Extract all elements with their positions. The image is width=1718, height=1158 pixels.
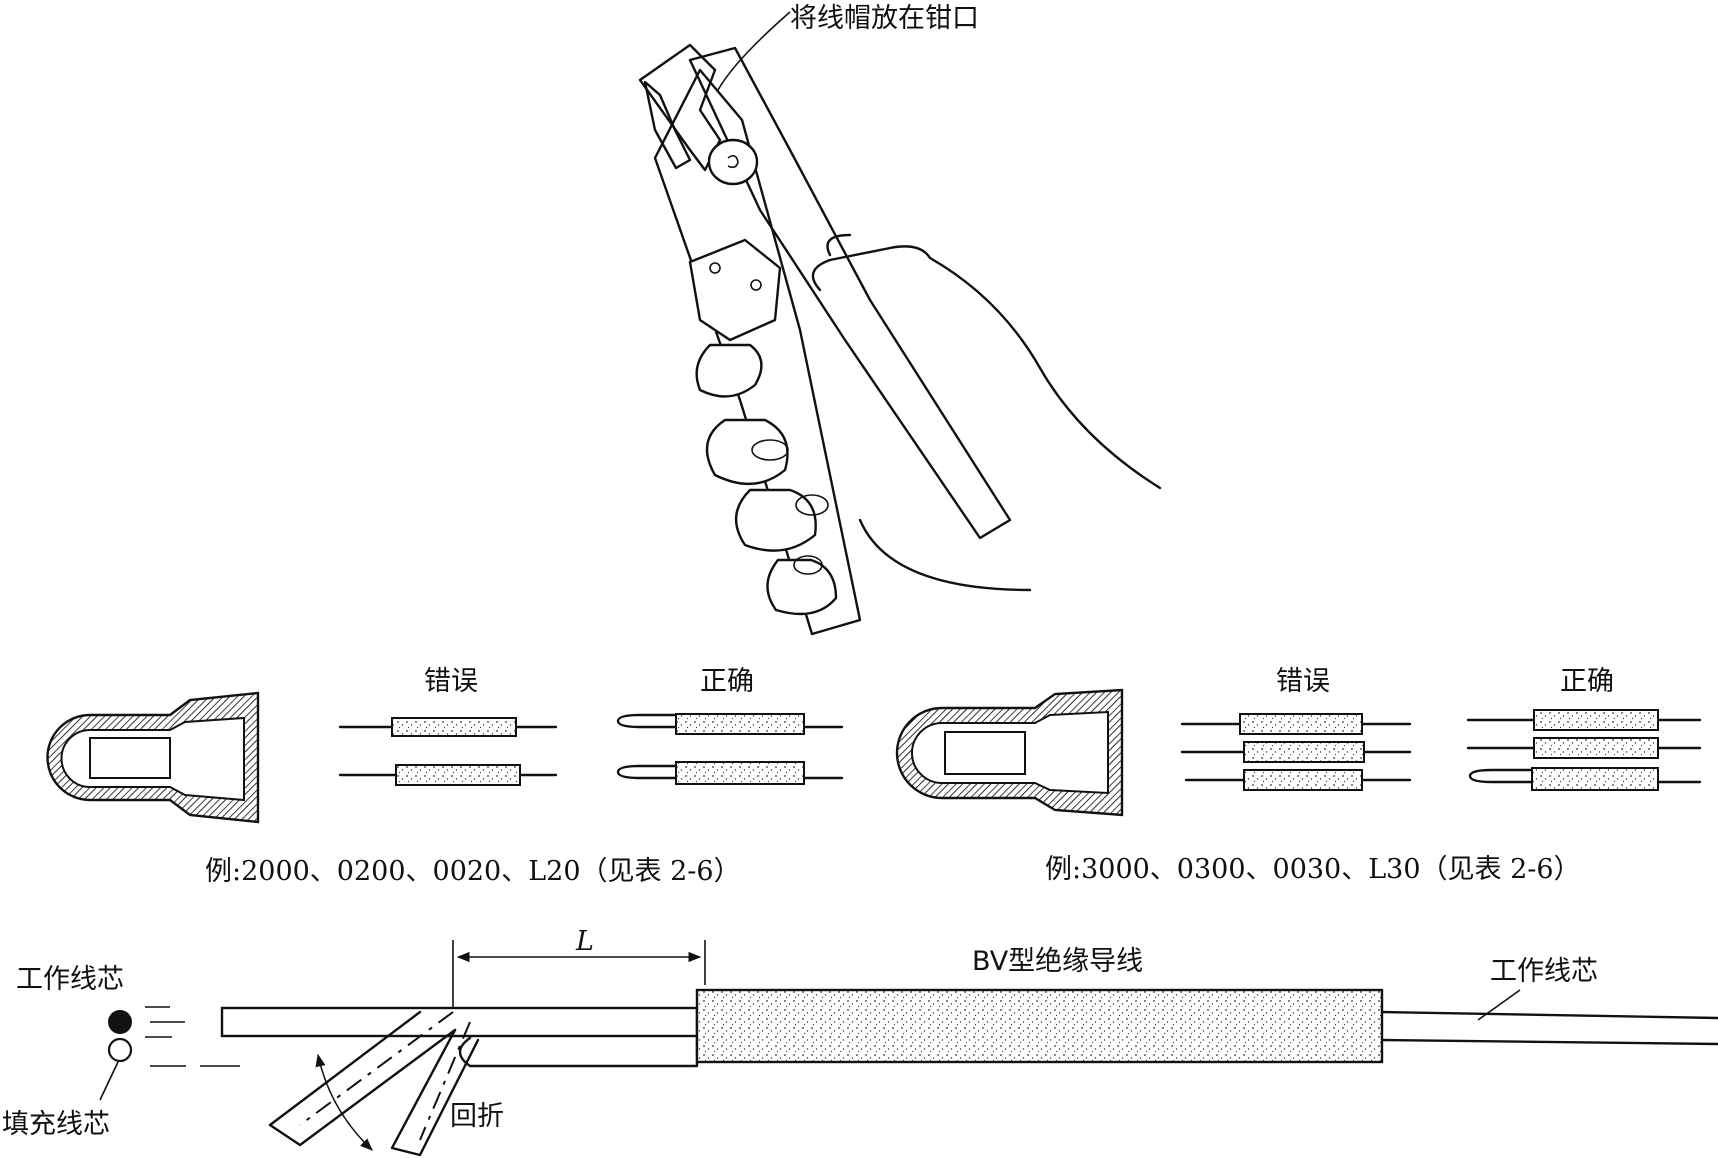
right-label-1: 正确 bbox=[700, 666, 754, 697]
right-example-1 bbox=[616, 713, 844, 785]
example-caption-1: 例:2000、0200、0020、L20（见表 2-6） bbox=[205, 856, 741, 887]
right-example-2 bbox=[1466, 709, 1702, 791]
core-cross-section-symbols bbox=[99, 1006, 240, 1101]
crimping-pliers-illustration bbox=[638, 11, 1162, 636]
callout-label: 将线帽放在钳口 bbox=[790, 3, 979, 34]
working-core-right bbox=[1380, 989, 1718, 1046]
dimension-label: L bbox=[575, 926, 594, 957]
filler-core-label: 填充线芯 bbox=[2, 1109, 110, 1140]
wrong-example-2 bbox=[1180, 713, 1412, 791]
filler-core-fold bbox=[268, 1010, 699, 1157]
right-label-2: 正确 bbox=[1560, 666, 1614, 697]
wrong-example-1 bbox=[338, 717, 558, 786]
working-core-left bbox=[220, 1006, 699, 1038]
wire-cap-section-1 bbox=[46, 691, 260, 824]
right-core-label: 工作线芯 bbox=[1490, 956, 1598, 987]
dimension-L bbox=[452, 940, 706, 1008]
fold-label: 回折 bbox=[450, 1101, 504, 1132]
bv-insulated-wire bbox=[695, 988, 1384, 1064]
wire-cap-section-2 bbox=[895, 688, 1124, 817]
left-core-label: 工作线芯 bbox=[16, 964, 124, 995]
working-core-dot bbox=[108, 1010, 132, 1034]
wire-type-label: BV型绝缘导线 bbox=[972, 946, 1143, 977]
wrong-label-2: 错误 bbox=[1276, 666, 1330, 697]
wrong-label-1: 错误 bbox=[424, 666, 478, 697]
filler-core-circle bbox=[107, 1037, 133, 1063]
example-caption-2: 例:3000、0300、0030、L30（见表 2-6） bbox=[1045, 854, 1581, 885]
